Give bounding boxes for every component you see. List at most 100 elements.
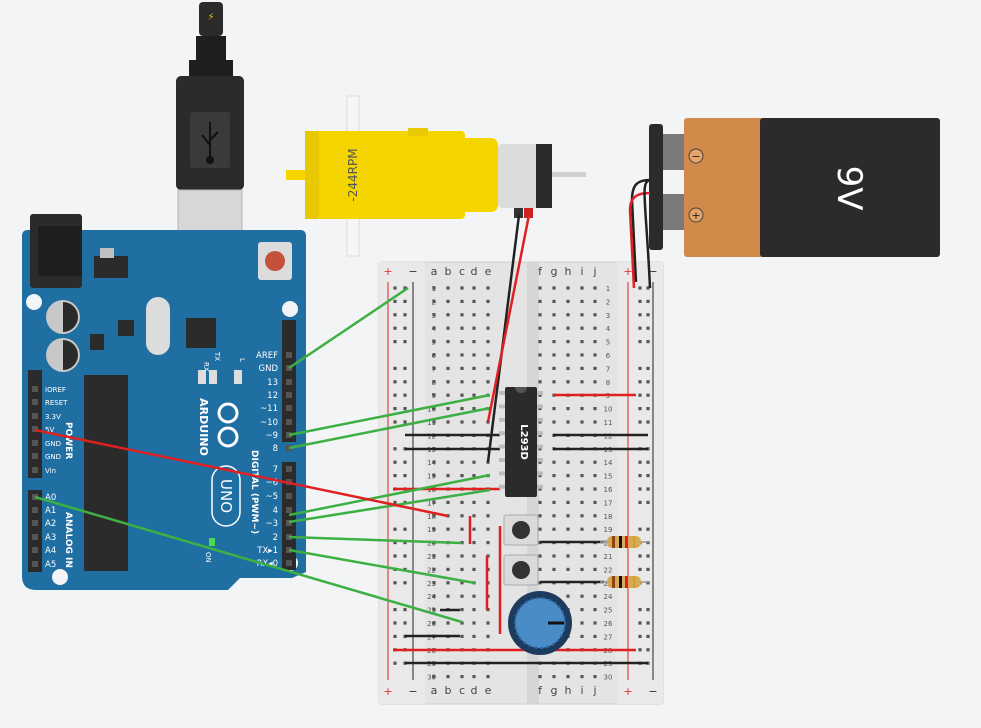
resistor-1[interactable] <box>600 536 650 548</box>
digital-pin-hole[interactable] <box>286 379 292 385</box>
digital-pin-hole[interactable] <box>286 466 292 472</box>
row-label-left-19: 19 <box>427 526 436 534</box>
analog-pin-hole[interactable] <box>32 547 38 553</box>
battery-voltage: 9V <box>829 166 869 211</box>
digital-pin-hole[interactable] <box>286 419 292 425</box>
rail-minus-bottom-right: − <box>648 685 657 698</box>
power-pin-label: Vin <box>45 467 56 475</box>
usb-icon <box>201 122 219 164</box>
col-label-top-e: e <box>485 265 492 278</box>
rail-plus-bottom-left: + <box>383 685 392 698</box>
l-label: L <box>238 358 246 362</box>
row-label-right-12: 12 <box>604 432 613 440</box>
rail-plus-top-right: + <box>623 265 632 278</box>
row-label-left-6: 6 <box>432 352 437 360</box>
digital-pin-hole[interactable] <box>286 493 292 499</box>
row-label-right-1: 1 <box>606 285 610 293</box>
col-label-bottom-d: d <box>471 684 478 697</box>
digital-pin-hole[interactable] <box>286 392 292 398</box>
analog-pin-label: A0 <box>45 493 56 503</box>
digital-pin-hole[interactable] <box>286 520 292 526</box>
col-label-bottom-c: c <box>459 684 465 697</box>
row-label-left-17: 17 <box>427 499 436 507</box>
power-pin-label: GND <box>45 440 61 448</box>
row-label-right-27: 27 <box>604 633 613 641</box>
row-label-left-12: 12 <box>427 432 436 440</box>
row-label-right-24: 24 <box>604 593 613 601</box>
wires[interactable] <box>34 178 652 624</box>
col-label-bottom-a: a <box>431 684 438 697</box>
power-pin-hole[interactable] <box>32 440 38 446</box>
analog-pin-hole[interactable] <box>32 534 38 540</box>
rail-minus-top-left: − <box>408 265 417 278</box>
push-button-1[interactable] <box>503 514 539 546</box>
row-label-right-2: 2 <box>606 298 610 306</box>
row-label-left-10: 10 <box>427 406 436 414</box>
row-label-left-2: 2 <box>432 298 436 306</box>
row-label-left-5: 5 <box>432 339 436 347</box>
power-pin-hole[interactable] <box>32 413 38 419</box>
row-label-right-30: 30 <box>604 674 613 682</box>
dc-motor[interactable]: -244RPM <box>286 95 586 257</box>
row-label-right-3: 3 <box>606 312 610 320</box>
arduino-uno-board[interactable]: RX TX L ARDUINO UNO ON DIGITAL (PWM~) PO… <box>22 214 306 590</box>
digital-pin-label: 4 <box>273 506 278 516</box>
power-pin-hole[interactable] <box>32 453 38 459</box>
digital-pin-hole[interactable] <box>286 560 292 566</box>
analog-pin-hole[interactable] <box>32 507 38 513</box>
col-label-bottom-e: e <box>485 684 492 697</box>
power-pin-label: GND <box>45 453 61 461</box>
power-pin-hole[interactable] <box>32 386 38 392</box>
battery-minus: − <box>691 150 700 163</box>
digital-pin-label: ~6 <box>265 478 278 488</box>
row-label-right-17: 17 <box>604 499 613 507</box>
row-label-left-11: 11 <box>427 419 436 427</box>
power-pin-hole[interactable] <box>32 426 38 432</box>
digital-pin-hole[interactable] <box>286 507 292 513</box>
row-label-left-20: 20 <box>427 540 436 548</box>
col-label-top-d: d <box>471 265 478 278</box>
row-label-left-9: 9 <box>432 392 436 400</box>
breadboard-jumpers[interactable] <box>393 393 648 665</box>
motor-label: -244RPM <box>346 148 360 201</box>
row-label-left-30: 30 <box>427 674 436 682</box>
analog-pin-hole[interactable] <box>32 520 38 526</box>
row-label-right-6: 6 <box>606 352 611 360</box>
col-label-top-c: c <box>459 265 465 278</box>
col-label-top-f: f <box>538 265 543 278</box>
push-button-2[interactable] <box>503 554 539 586</box>
analog-pin-label: A2 <box>45 519 56 529</box>
battery-9v[interactable]: − + 9V <box>649 118 940 257</box>
row-label-right-21: 21 <box>604 553 613 561</box>
digital-pin-label: 13 <box>267 378 278 388</box>
analog-pin-label: A3 <box>45 533 56 543</box>
row-label-right-22: 22 <box>604 566 613 574</box>
row-label-right-10: 10 <box>604 406 613 414</box>
digital-pin-hole[interactable] <box>286 352 292 358</box>
row-label-right-25: 25 <box>604 607 613 615</box>
digital-pin-label: ~10 <box>260 418 278 428</box>
analog-pin-label: A5 <box>45 560 56 570</box>
rail-minus-top-right: − <box>648 265 657 278</box>
row-label-left-22: 22 <box>427 566 436 574</box>
analog-pin-hole[interactable] <box>32 561 38 567</box>
rail-minus-bottom-left: − <box>408 685 417 698</box>
row-label-right-8: 8 <box>606 379 610 387</box>
row-label-left-15: 15 <box>427 473 436 481</box>
arduino-model: UNO <box>217 479 235 513</box>
row-label-right-19: 19 <box>604 526 613 534</box>
power-pin-label: 3.3V <box>45 413 61 421</box>
chip-label: L293D <box>518 424 529 460</box>
potentiometer[interactable] <box>508 591 572 655</box>
power-pin-label: 5V <box>45 426 54 434</box>
row-label-right-11: 11 <box>604 419 613 427</box>
row-label-right-7: 7 <box>606 365 610 373</box>
row-label-left-3: 3 <box>432 312 436 320</box>
power-pin-hole[interactable] <box>32 399 38 405</box>
power-pin-hole[interactable] <box>32 467 38 473</box>
digital-pin-hole[interactable] <box>286 405 292 411</box>
l293d-chip[interactable]: L293D <box>499 387 543 497</box>
digital-pin-label: 7 <box>273 465 278 475</box>
row-label-right-15: 15 <box>604 473 613 481</box>
resistor-2[interactable] <box>600 576 650 588</box>
